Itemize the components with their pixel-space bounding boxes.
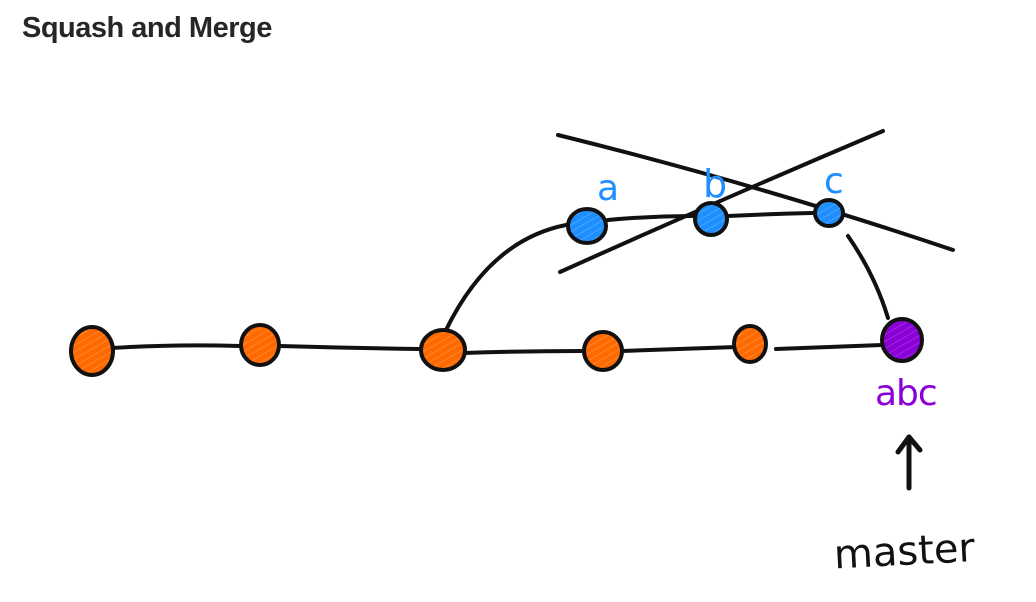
squashed-commit-abc xyxy=(880,317,924,363)
cross-out-mark xyxy=(556,129,955,274)
main-commit-4 xyxy=(582,330,624,372)
label-b: b xyxy=(703,162,727,206)
feature-branch-line xyxy=(444,211,890,332)
main-branch-line xyxy=(110,343,884,355)
main-commit-5 xyxy=(732,324,768,364)
main-commit-3 xyxy=(419,328,467,372)
feature-commit-c xyxy=(813,198,845,228)
branch-label-master: master xyxy=(833,525,977,578)
pointer-arrow-icon xyxy=(895,434,923,491)
label-c: c xyxy=(824,161,844,202)
main-commit-1 xyxy=(69,325,115,377)
feature-commit-b xyxy=(693,201,729,237)
main-commit-2 xyxy=(239,323,281,367)
feature-commit-a xyxy=(566,207,608,245)
label-abc: abc xyxy=(875,373,937,414)
page-title: Squash and Merge xyxy=(22,12,272,44)
label-a: a xyxy=(597,168,619,209)
